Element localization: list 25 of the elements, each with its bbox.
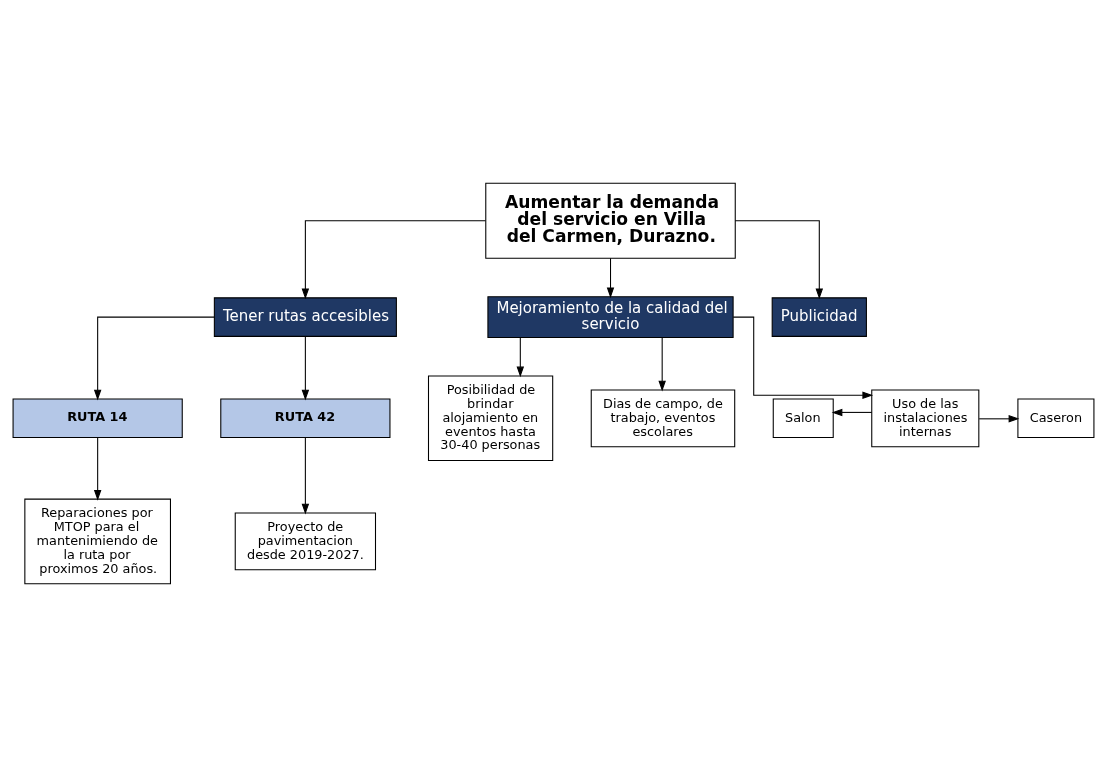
- arrow: [831, 408, 873, 416]
- node-box: Tener rutas accesibles: [213, 296, 397, 337]
- node-box: Posibilidad de brindar alojamiento en eventos hasta 30-40 personas: [427, 374, 554, 461]
- node-box: Caseron: [1017, 398, 1095, 438]
- node-box: RUTA 42: [220, 398, 391, 438]
- node-box: RUTA 14: [12, 398, 183, 438]
- arrow: [732, 316, 874, 399]
- arrow: [734, 219, 824, 299]
- arrow: [978, 414, 1020, 423]
- arrow: [301, 436, 310, 514]
- arrow: [93, 316, 215, 400]
- arrow: [516, 336, 525, 377]
- arrow: [301, 219, 487, 299]
- arrow: [301, 335, 310, 400]
- node-box: Dias de campo, de trabajo, eventos escolares: [590, 388, 736, 447]
- node-box: Uso de las instalaciones internas: [871, 388, 980, 447]
- node-box: Proyecto de pavimentacion desde 2019-2027.: [234, 512, 377, 570]
- arrow: [93, 436, 102, 501]
- arrow: [606, 257, 615, 298]
- node-box: Reparaciones por MTOP para el mantenimiendo de la ruta por proximos 20 años.: [24, 498, 171, 584]
- node-box: Aumentar la demanda del servicio en Villa del Carmen, Durazno.: [485, 182, 736, 259]
- arrow: [658, 336, 666, 391]
- node-box: Mejoramiento de la calidad del servicio: [487, 295, 734, 338]
- node-box: Salon: [772, 398, 834, 438]
- node-box: Publicidad: [771, 296, 867, 337]
